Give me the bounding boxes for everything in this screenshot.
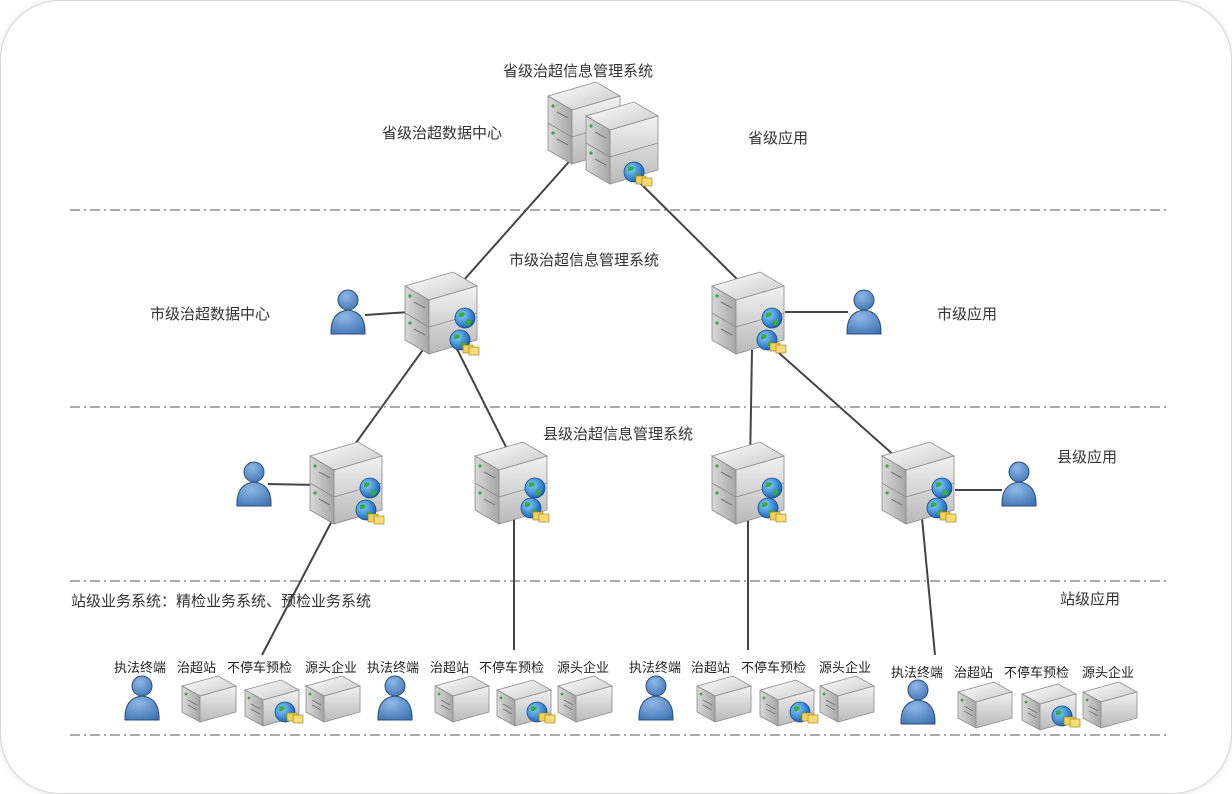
station-item-label: 执法终端 <box>629 661 682 676</box>
city-system-title: 市级治超信息管理系统 <box>509 251 660 269</box>
station-server-icon <box>181 675 237 723</box>
station-item-label: 执法终端 <box>114 661 167 676</box>
station-item-label: 执法终端 <box>367 661 420 676</box>
county-server-2 <box>474 441 550 525</box>
station-group-3 <box>638 675 875 727</box>
station-server-icon <box>957 681 1013 729</box>
station-server-icon <box>696 675 752 723</box>
source-enterprise-server-icon <box>1082 681 1138 729</box>
station-item-label: 执法终端 <box>891 666 944 681</box>
station-item-label: 源头企业 <box>819 661 872 676</box>
county-system-title: 县级治超信息管理系统 <box>543 425 694 443</box>
station-item-label: 不停车预检 <box>741 661 807 676</box>
source-enterprise-server-icon <box>819 675 875 723</box>
city-server-right <box>711 271 787 355</box>
law-enforcement-terminal-icon <box>377 675 413 721</box>
province-datacenter-label: 省级治超数据中心 <box>382 124 503 142</box>
station-item-label: 不停车预检 <box>479 661 545 676</box>
station-item-label: 不停车预检 <box>227 661 293 676</box>
station-server-icon <box>434 675 490 723</box>
station-item-label: 治超站 <box>954 666 994 681</box>
city-app-user-icon <box>846 289 882 335</box>
station-app-label: 站级应用 <box>1060 590 1121 608</box>
station-item-label: 源头企业 <box>557 661 610 676</box>
county-server-4 <box>881 441 957 525</box>
station-system-title: 站级业务系统：精检业务系统、预检业务系统 <box>71 592 372 610</box>
station-group-1 <box>124 675 361 727</box>
station-item-label: 治超站 <box>177 661 217 676</box>
city-datacenter-label: 市级治超数据中心 <box>150 305 271 323</box>
county-server-3 <box>711 441 787 525</box>
station-item-label: 源头企业 <box>1082 666 1135 681</box>
station-group-4 <box>900 679 1138 731</box>
county-user-right-icon <box>1001 461 1037 507</box>
province-app-label: 省级应用 <box>748 129 809 147</box>
station-item-label: 治超站 <box>430 661 470 676</box>
law-enforcement-terminal-icon <box>638 675 674 721</box>
city-datacenter-user-icon <box>330 289 366 335</box>
law-enforcement-terminal-icon <box>900 679 936 725</box>
source-enterprise-server-icon <box>305 675 361 723</box>
level-separators <box>70 209 1170 736</box>
station-group-2 <box>377 675 613 727</box>
county-app-label: 县级应用 <box>1057 448 1118 466</box>
city-server-left <box>404 271 480 356</box>
provincial-server-cluster <box>547 81 659 187</box>
county-user-left-icon <box>236 461 272 507</box>
law-enforcement-terminal-icon <box>124 675 160 721</box>
province-system-title: 省级治超信息管理系统 <box>503 62 654 80</box>
city-app-label: 市级应用 <box>937 305 998 323</box>
county-server-1 <box>309 441 385 525</box>
source-enterprise-server-icon <box>557 675 613 723</box>
station-item-label: 源头企业 <box>305 661 358 676</box>
connection-lines <box>261 154 1002 656</box>
station-item-label: 不停车预检 <box>1004 666 1070 681</box>
station-item-label: 治超站 <box>691 661 731 676</box>
